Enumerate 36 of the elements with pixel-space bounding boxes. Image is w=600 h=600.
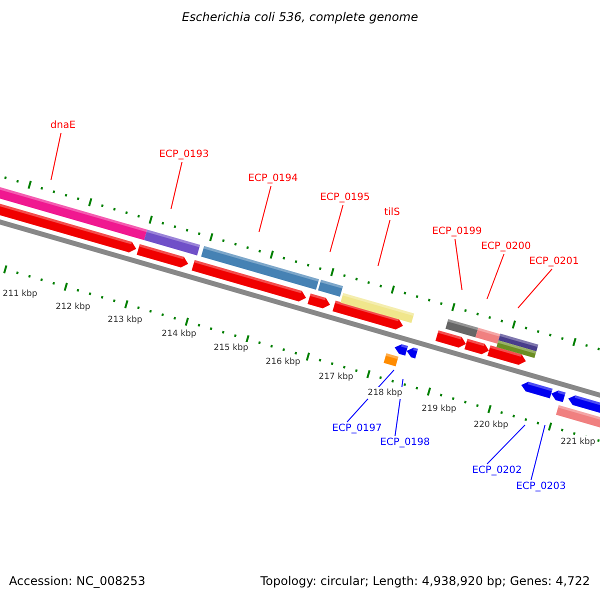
leader-line [486, 254, 504, 300]
scale-label: 221 kbp [560, 436, 596, 448]
scale-label: 219 kbp [422, 403, 456, 415]
gene-label: ECP_0195 [320, 192, 370, 204]
title: Escherichia coli 536, complete genome [180, 10, 420, 24]
gene-label: ECP_0193 [159, 149, 209, 161]
scale-label: 217 kbp [318, 371, 354, 383]
gene-label: tilS [384, 207, 400, 219]
leader-line [170, 162, 182, 210]
scale-label: 215 kbp [214, 342, 248, 354]
gene-label: ECP_0194 [248, 173, 298, 185]
gene-label: ECP_0199 [432, 226, 482, 238]
leader-line [454, 238, 462, 290]
scale-label: 218 kbp [368, 387, 402, 399]
scale-label: 214 kbp [162, 328, 196, 340]
scale-label: 211 kbp [2, 288, 38, 300]
scale-label: 216 kbp [266, 356, 300, 368]
gene-label: ECP_0202 [472, 465, 522, 477]
gene-label: ECP_0200 [481, 241, 531, 253]
leader-line [530, 424, 546, 480]
gene-label: ECP_0201 [529, 256, 579, 268]
leader-line [50, 132, 62, 180]
scale-label: 220 kbp [474, 419, 508, 431]
leader-line [518, 268, 552, 308]
leader-line [378, 220, 390, 266]
scale-label: 212 kbp [56, 301, 90, 313]
gene-label: ECP_0197 [332, 423, 382, 435]
accession-text: Accession: NC_008253 [9, 575, 146, 587]
leader-line [486, 424, 526, 464]
genome-stats-text: Topology: circular; Length: 4,938,920 bp; Genes: 4,722 [260, 575, 590, 587]
gene-label: dnaE [50, 120, 76, 132]
scale-label: 213 kbp [108, 314, 142, 326]
gene-label: ECP_0203 [516, 481, 566, 493]
leader-line [330, 204, 344, 252]
gene-label: ECP_0198 [380, 437, 430, 449]
leader-line [258, 186, 272, 232]
